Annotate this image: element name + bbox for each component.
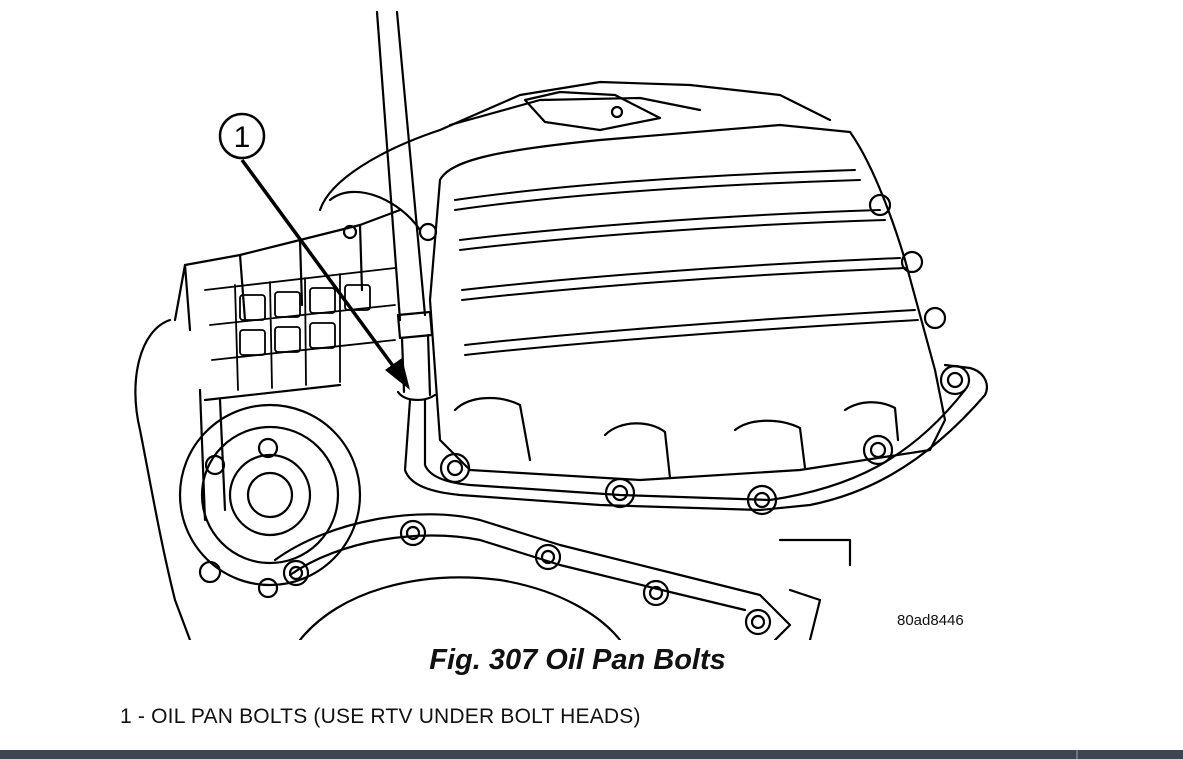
oil-pan-flange: [403, 363, 988, 512]
transmission-case: [134, 318, 192, 640]
callout-leader: [240, 158, 398, 372]
legend-item: 1 - OIL PAN BOLTS (USE RTV UNDER BOLT HE…: [120, 705, 641, 728]
side-cover: [273, 513, 792, 640]
callout-circle: [218, 112, 266, 160]
callout-number: 1: [234, 121, 251, 154]
bottom-toolbar: [0, 750, 1183, 759]
callout-arrowhead: [385, 358, 410, 390]
output-seal: [178, 403, 362, 587]
figure-caption: Fig. 307 Oil Pan Bolts: [429, 644, 726, 676]
figure-code: 80ad8446: [897, 612, 964, 629]
oil-pan-illustration: 1: [134, 10, 988, 640]
dipstick-tube: [375, 10, 427, 322]
oil-pan-bolts: [418, 193, 971, 516]
oil-pan: [428, 123, 947, 482]
toolbar-divider: [1076, 750, 1078, 759]
